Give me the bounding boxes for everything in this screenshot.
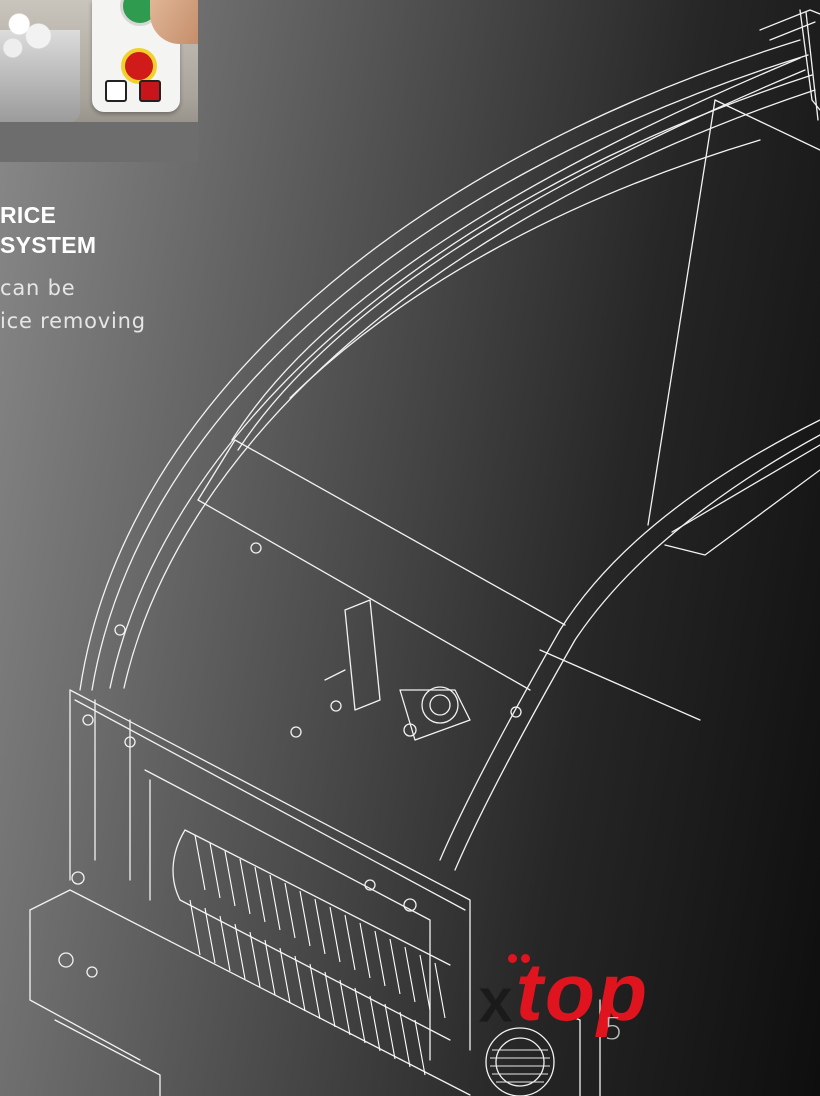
heading-line-1: RICE — [0, 202, 57, 228]
body-line-2: ice removing — [0, 309, 146, 333]
brand-logo: x top — [478, 942, 650, 1038]
base-mat — [0, 122, 198, 162]
logo-wordmark: top — [515, 947, 650, 1038]
logo-x-mark: x — [478, 964, 515, 1036]
ice-crystals — [0, 0, 64, 60]
product-photo — [0, 0, 198, 162]
page-number: 5 — [604, 1012, 624, 1047]
body-line-1: can be — [0, 276, 76, 300]
heading-line-2: SYSTEM — [0, 232, 97, 258]
logo-dots-icon — [508, 954, 532, 964]
emergency-stop-icon — [121, 48, 157, 84]
white-switch-icon — [105, 80, 127, 102]
section-heading: RICE SYSTEM — [0, 200, 96, 260]
section-body: can be ice removing — [0, 272, 146, 338]
red-switch-icon — [139, 80, 161, 102]
